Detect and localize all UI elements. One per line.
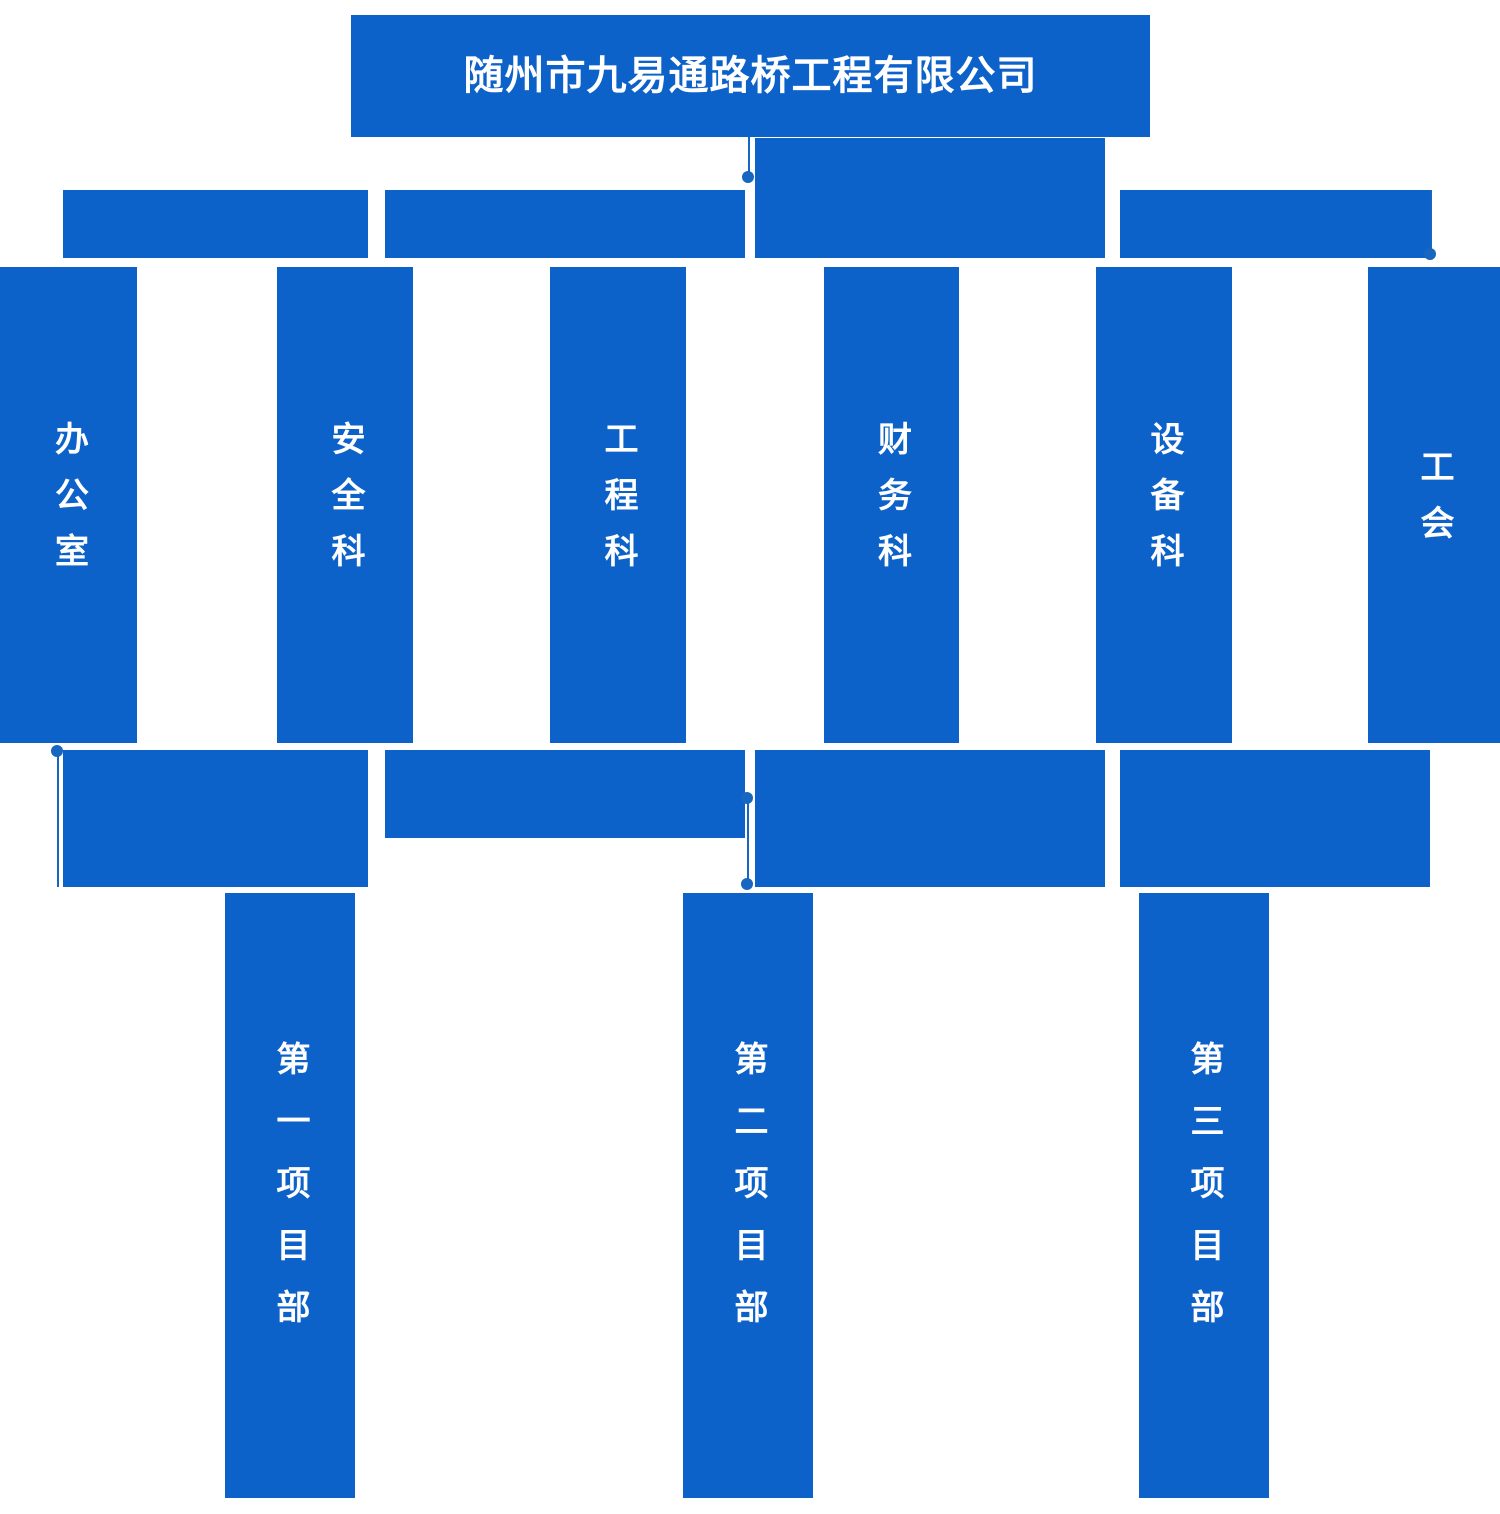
org-node-dept-4-label: 财务科 xyxy=(872,421,911,589)
connector-bar-top-3[interactable] xyxy=(755,138,1105,258)
org-node-project-2[interactable]: 第二项目部 xyxy=(683,893,813,1498)
connector-dot-middle-lower xyxy=(741,878,753,890)
org-node-dept-6[interactable]: 工会 xyxy=(1368,267,1500,743)
org-node-dept-6-label: 工会 xyxy=(1415,449,1453,561)
org-node-dept-3-label: 工程科 xyxy=(599,421,637,589)
connector-bar-bottom-2[interactable] xyxy=(385,750,745,838)
org-node-dept-5[interactable]: 设备科 xyxy=(1096,267,1232,743)
connector-middle-riser xyxy=(747,798,749,886)
connector-right-drop xyxy=(1430,190,1432,254)
org-node-dept-5-label: 设备科 xyxy=(1145,421,1183,589)
connector-bar-top-2[interactable] xyxy=(385,190,745,258)
org-node-project-3-label: 第三项目部 xyxy=(1185,1040,1223,1351)
connector-dot-root xyxy=(742,171,754,183)
org-node-dept-4[interactable]: 财务科 xyxy=(824,267,959,743)
connector-dot-middle-upper xyxy=(741,792,753,804)
connector-dot-left-bottom xyxy=(51,745,63,757)
connector-bar-bottom-4[interactable] xyxy=(1120,750,1430,887)
org-node-project-3[interactable]: 第三项目部 xyxy=(1139,893,1269,1498)
org-node-dept-2-label: 安全科 xyxy=(326,421,364,589)
org-node-dept-2[interactable]: 安全科 xyxy=(277,267,413,743)
org-node-root-label: 随州市九易通路桥工程有限公司 xyxy=(463,54,1038,98)
connector-dot-right-top xyxy=(1424,248,1436,260)
connector-left-riser xyxy=(57,751,59,887)
connector-bar-bottom-3[interactable] xyxy=(755,750,1105,887)
org-node-dept-1[interactable]: 办公室 xyxy=(0,267,137,743)
org-node-dept-1-label: 办公室 xyxy=(49,421,88,589)
connector-root-stem xyxy=(748,137,750,179)
connector-bar-top-4[interactable] xyxy=(1120,190,1430,258)
org-node-root[interactable]: 随州市九易通路桥工程有限公司 xyxy=(351,15,1150,137)
connector-bar-top-1[interactable] xyxy=(63,190,368,258)
org-node-project-1[interactable]: 第一项目部 xyxy=(225,893,355,1498)
org-node-project-2-label: 第二项目部 xyxy=(729,1040,767,1351)
org-node-project-1-label: 第一项目部 xyxy=(271,1040,309,1351)
connector-bar-bottom-1[interactable] xyxy=(63,750,368,887)
org-node-dept-3[interactable]: 工程科 xyxy=(550,267,686,743)
